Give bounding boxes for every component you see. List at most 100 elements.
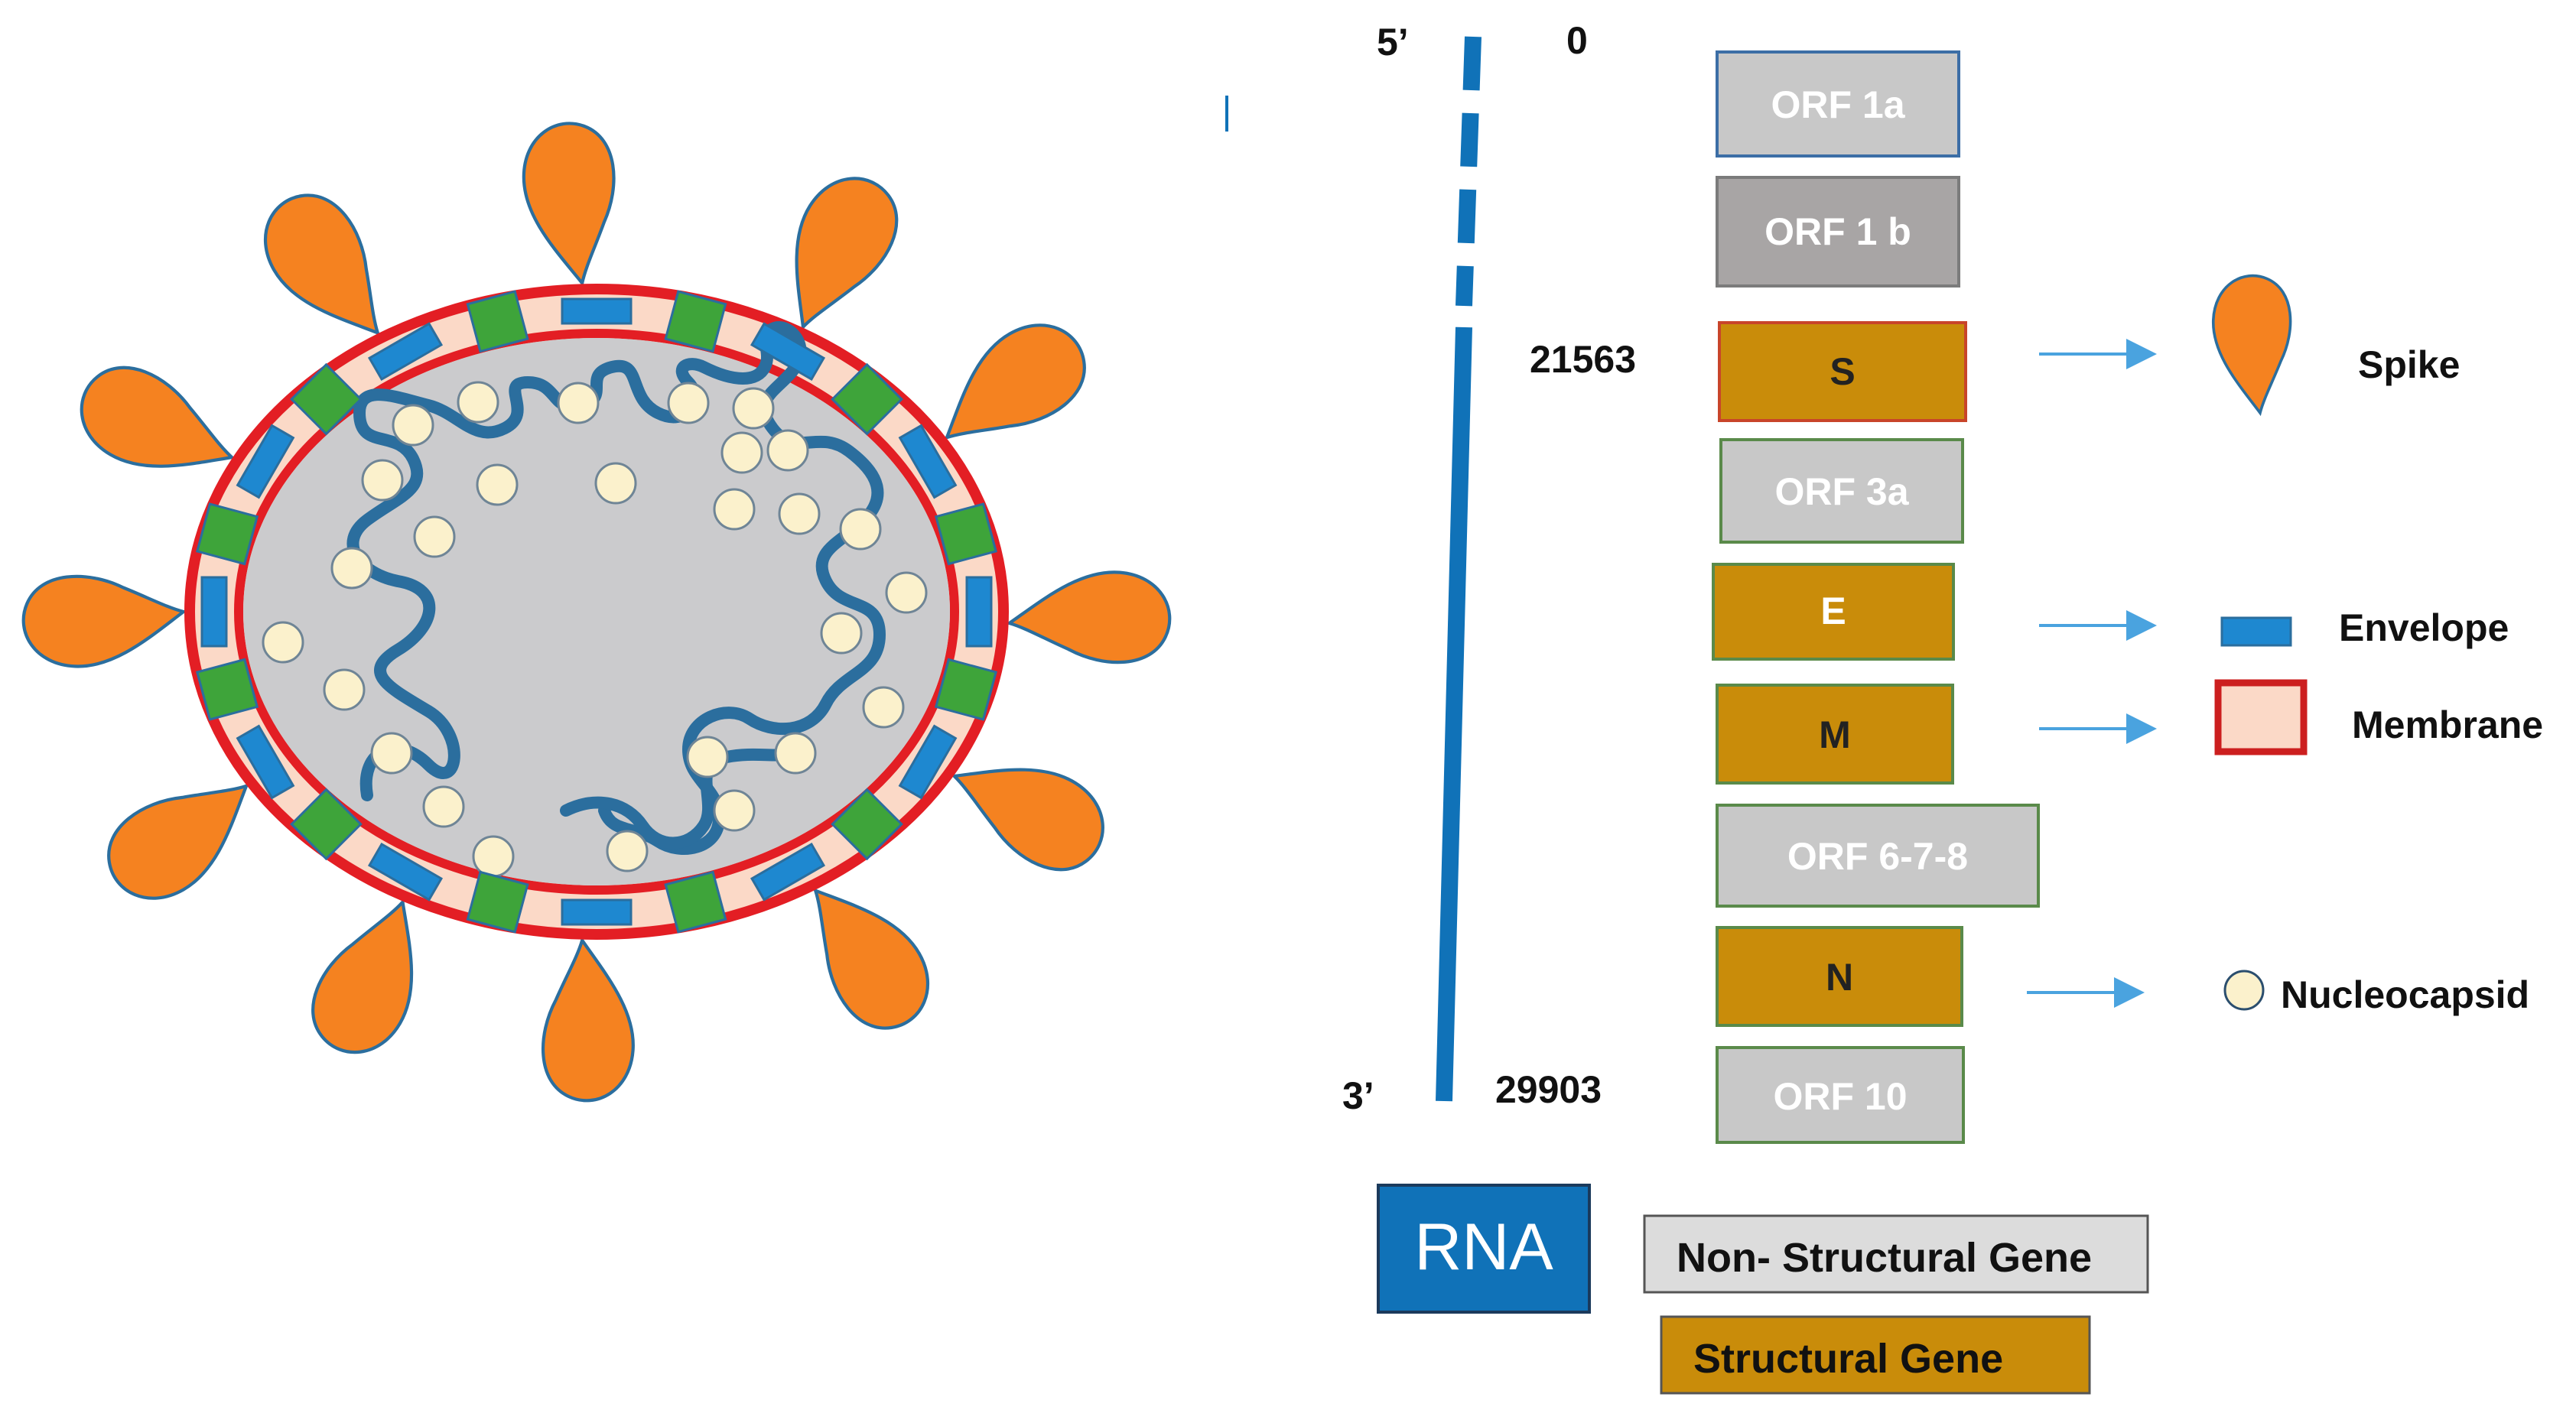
envelope-protein: [898, 724, 958, 800]
nucleocapsid-particle: [594, 462, 637, 505]
membrane-protein: [664, 290, 727, 353]
nucleocapsid-particle: [766, 429, 809, 472]
spike-icon: [2211, 274, 2292, 414]
virus-particle: [24, 122, 1172, 1102]
gene-label: ORF 1a: [1771, 83, 1905, 126]
nucleocapsid-particle: [361, 459, 404, 502]
gene-orf1a: ORF 1a: [1716, 50, 1960, 158]
membrane-protein: [664, 870, 727, 934]
spike-protein: [296, 885, 450, 1069]
gene-label: ORF 3a: [1774, 470, 1909, 513]
nucleocapsid-particle: [713, 488, 756, 531]
viral-membrane-inner-ring: [234, 329, 959, 895]
nucleocapsid-particle: [557, 382, 600, 424]
membrane-icon: [2214, 679, 2308, 755]
nucleocapsid-particle: [392, 404, 434, 447]
envelope-protein: [236, 724, 295, 800]
viral-rna-strand-lower: [560, 736, 809, 850]
spike-label: Spike: [2358, 343, 2460, 386]
envelope-proteins: [200, 297, 993, 926]
gene-orf1b: ORF 1 b: [1716, 176, 1960, 288]
nucleocapsid-particle: [606, 830, 649, 872]
non-structural-legend-box: [1643, 1214, 2149, 1294]
gene-label: E: [1820, 590, 1846, 632]
spike-protein: [542, 939, 637, 1102]
position-end-label: 29903: [1495, 1068, 1602, 1111]
nucleocapsid-particle: [732, 387, 775, 430]
gene-orf10: ORF 10: [1716, 1046, 1965, 1144]
envelope-protein: [750, 842, 826, 902]
gene-orf678: ORF 6-7-8: [1716, 804, 2040, 908]
envelope-icon: [2220, 616, 2292, 647]
spike-protein: [1008, 569, 1171, 664]
nucleocapsid-icon: [2223, 970, 2265, 1011]
rna-legend-label: RNA: [1414, 1210, 1553, 1284]
gene-list: ORF 1a ORF 1 b S ORF 3a E M ORF 6-7-8 N: [1712, 50, 2040, 1144]
gene-label: S: [1830, 350, 1855, 393]
envelope-protein: [898, 424, 958, 499]
position-s-start-label: 21563: [1530, 338, 1636, 381]
nucleocapsid-particle: [720, 431, 763, 474]
gene-n: N: [1716, 926, 1963, 1027]
membrane-label: Membrane: [2352, 703, 2543, 746]
membrane-protein: [196, 658, 259, 721]
nucleocapsid-particle: [778, 492, 821, 535]
membrane-proteins: [196, 290, 997, 934]
nucleocapsid-particle: [457, 381, 499, 424]
envelope-protein: [561, 898, 633, 926]
membrane-protein: [466, 870, 529, 934]
membrane-protein: [290, 788, 363, 861]
gene-label: M: [1819, 713, 1851, 756]
membrane-protein: [831, 362, 903, 436]
nucleocapsid-particle: [370, 732, 413, 775]
membrane-protein: [466, 290, 529, 353]
nucleocapsid-particle: [862, 686, 905, 729]
nucleocapsid-particle: [713, 789, 756, 832]
gene-label: ORF 10: [1773, 1075, 1907, 1118]
envelope-protein: [367, 322, 444, 382]
nucleocapsid-particle: [413, 515, 456, 558]
envelope-protein: [367, 842, 444, 902]
nucleocapsid-particle: [885, 571, 928, 614]
envelope-protein: [561, 297, 633, 325]
nucleocapsid-particle: [774, 732, 817, 775]
nucleocapsid-particle: [323, 668, 366, 711]
five-prime-label: 5’: [1377, 21, 1409, 63]
gene-e: E: [1712, 563, 1955, 661]
membrane-protein: [196, 502, 259, 566]
gene-label: N: [1826, 956, 1853, 999]
spike-protein: [24, 577, 184, 667]
rna-genome: 5’ 3’ 0 21563 29903: [1342, 19, 1636, 1117]
nucleocapsid-particle: [330, 547, 373, 590]
membrane-protein: [934, 502, 997, 566]
gene-s: S: [1718, 321, 1967, 422]
structural-legend-box: [1660, 1315, 2091, 1395]
envelope-label: Envelope: [2339, 606, 2509, 649]
nucleocapsid-label: Nucleocapsid: [2281, 973, 2529, 1016]
nucleocapsid-particle: [686, 736, 729, 778]
three-prime-label: 3’: [1342, 1074, 1374, 1117]
rna-line-solid: [1436, 327, 1472, 1102]
envelope-protein: [750, 322, 826, 382]
spike-protein: [756, 161, 914, 345]
nucleocapsid-particle: [820, 612, 863, 655]
nucleocapsid-particle: [422, 785, 465, 828]
nucleocapsid-particle: [262, 621, 304, 664]
envelope-protein: [200, 576, 228, 648]
gene-orf3a: ORF 3a: [1719, 438, 1964, 544]
structural-legend-label: Structural Gene: [1693, 1336, 2003, 1382]
gene-label: ORF 1 b: [1764, 210, 1911, 253]
nucleocapsid-particle: [472, 835, 515, 878]
membrane-protein: [934, 658, 997, 721]
gene-m: M: [1716, 684, 1954, 785]
membrane-protein: [290, 362, 363, 436]
gene-type-legend: RNA Non- Structural Gene Structural Gene: [1377, 1184, 2149, 1395]
nucleocapsid-particles: [262, 381, 928, 878]
spike-protein: [522, 122, 617, 284]
non-structural-legend-label: Non- Structural Gene: [1677, 1235, 2092, 1281]
component-legend: Spike Envelope Membrane Nucleocapsid: [2027, 274, 2543, 1016]
envelope-protein: [236, 424, 295, 499]
nucleocapsid-particle: [476, 463, 519, 506]
envelope-protein: [965, 576, 993, 648]
